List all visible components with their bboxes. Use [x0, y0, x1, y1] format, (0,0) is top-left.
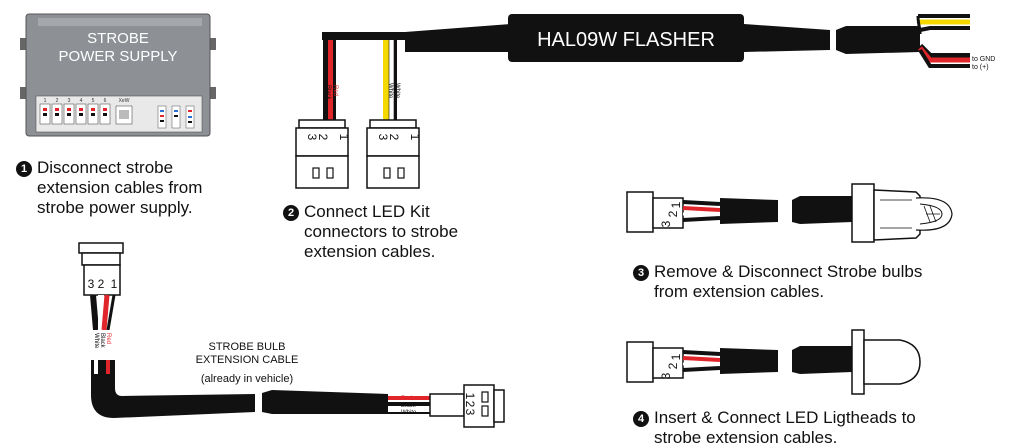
pin-1: 1 [111, 277, 118, 291]
step-3-line-1: Remove & Disconnect Strobe bulbs [654, 262, 923, 281]
port-label: 6 [104, 98, 107, 104]
wire-label-red: Red [401, 396, 412, 402]
pin-1: 1 [337, 134, 351, 141]
step-4-line-1: Insert & Connect LED Ligtheads to [654, 408, 916, 427]
step-number: 4 [633, 411, 649, 427]
port-label: 1 [44, 98, 47, 104]
pin-2: 2 [387, 134, 401, 141]
led-kit-connector-a: 3 2 1 [295, 119, 351, 189]
port-label: 5 [92, 98, 95, 104]
step-1-line-2: extension cables from [37, 178, 203, 197]
pin-2: 2 [316, 134, 330, 141]
pin-1: 1 [669, 201, 683, 208]
flasher-label: HAL09W FLASHER [537, 29, 715, 51]
step-number: 2 [283, 205, 299, 221]
led-lighthead-assembly: 3 2 1 [626, 329, 921, 395]
pin-1: 1 [408, 134, 422, 141]
strobe-power-supply: STROBE POWER SUPPLY [20, 13, 216, 137]
wire-label-black: Black [99, 333, 105, 349]
port-label: 3 [68, 98, 71, 104]
pin-2: 2 [98, 277, 105, 291]
power-supply-ports: 1 2 3 4 5 6 XeW [39, 98, 195, 129]
pin-3: 3 [376, 134, 390, 141]
cable-label-line2: EXTENSION CABLE [196, 354, 299, 366]
port-label: 4 [80, 98, 83, 104]
power-supply-title-line2: POWER SUPPLY [59, 48, 178, 65]
step-2-line-3: extension cables. [304, 242, 436, 261]
pin-3: 3 [659, 220, 673, 227]
led-kit-connector-b: 3 2 1 [366, 119, 422, 189]
pin-3: 3 [305, 134, 319, 141]
pin-2: 2 [666, 362, 680, 369]
wire-label-yellow-white: White [387, 83, 393, 99]
pin-3: 3 [659, 372, 673, 379]
pin-1: 1 [463, 393, 477, 400]
step-3-line-2: from extension cables. [654, 282, 825, 301]
step-3-text: 3 Remove & Disconnect Strobe bulbs from e… [633, 262, 922, 302]
wire-label-red: Red [332, 85, 338, 96]
step-number: 3 [633, 265, 649, 281]
power-supply-title-line1: STROBE [87, 30, 149, 47]
step-2-text: 2 Connect LED Kit connectors to strobe ex… [283, 202, 458, 262]
wire-label-red: Red [105, 333, 111, 344]
to-positive-label: to (+) [972, 64, 989, 71]
pin-2: 2 [463, 401, 477, 408]
wire-label-white: White [394, 83, 400, 99]
wire-label-white: White [401, 410, 417, 416]
strobe-bulb-assembly: 3 2 1 [626, 183, 953, 243]
strobe-extension-cable: 3 2 1 Red Black White Red Black White [78, 242, 505, 428]
cable-label-line1: STROBE BULB [208, 341, 285, 353]
wire-label-white: White [93, 333, 99, 349]
pin-2: 2 [666, 210, 680, 217]
step-4-line-2: strobe extension cables. [654, 428, 838, 447]
step-4-text: 4 Insert & Connect LED Ligtheads to strob… [633, 408, 916, 448]
cable-label-line3: (already in vehicle) [201, 373, 293, 385]
step-2-line-2: connectors to strobe [304, 222, 459, 241]
plug-label: XeW [119, 98, 130, 104]
pin-3: 3 [88, 277, 95, 291]
wire-label-black: Black [401, 403, 417, 409]
pin-3: 3 [463, 409, 477, 416]
step-1-line-1: Disconnect strobe [37, 158, 174, 177]
flasher-harness: HAL09W FLASHER to GND to (+) Red Black W… [295, 14, 995, 189]
step-2-line-1: Connect LED Kit [304, 202, 430, 221]
to-gnd-label: to GND [972, 56, 995, 63]
step-1-text: 1 Disconnect strobe extension cables from… [16, 158, 202, 218]
step-number: 1 [16, 161, 32, 177]
step-1-line-3: strobe power supply. [37, 198, 193, 217]
port-label: 2 [56, 98, 59, 104]
pin-1: 1 [669, 353, 683, 360]
wire-label-black: Black [325, 85, 331, 101]
